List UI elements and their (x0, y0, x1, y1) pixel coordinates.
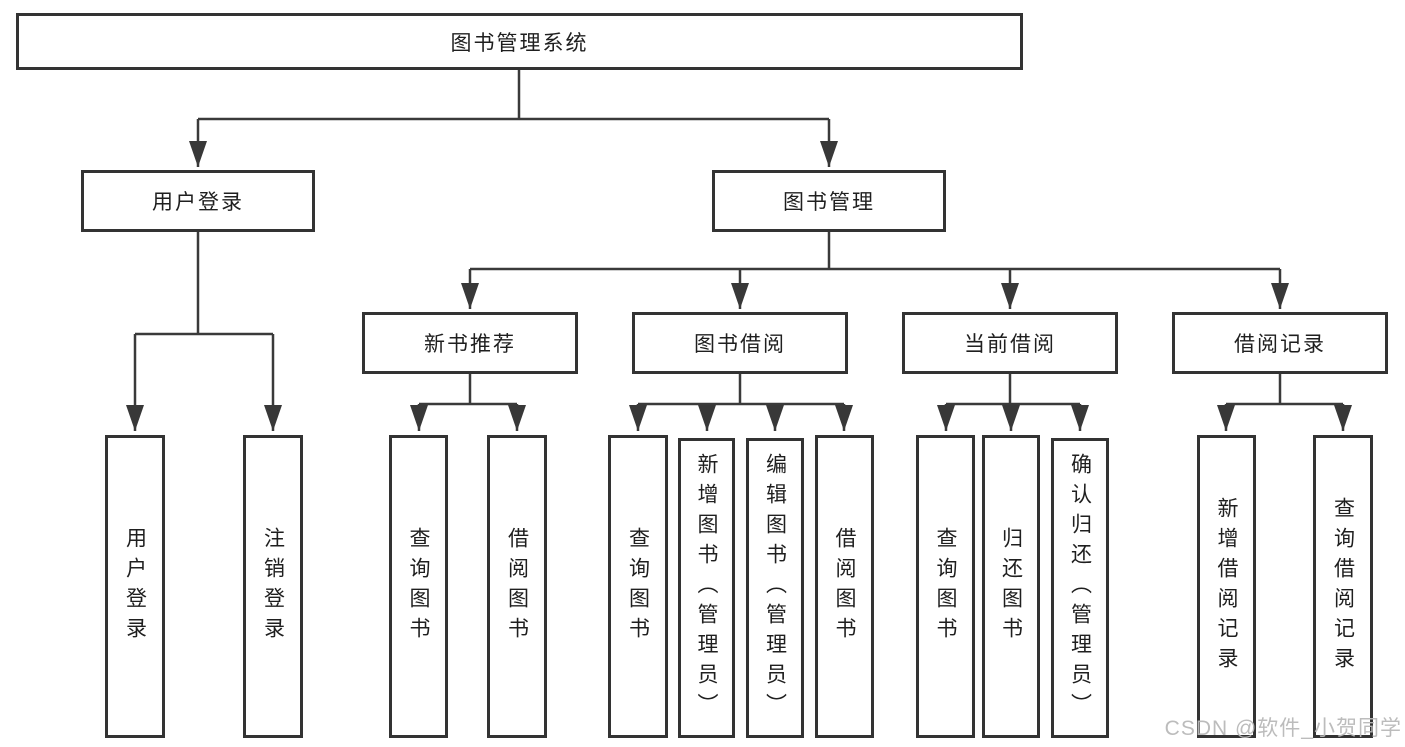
node-add-books-admin-label: 新增图书（管理员） (695, 453, 718, 723)
node-book-management-label: 图书管理 (783, 191, 875, 214)
connector-root-to-level2 (189, 70, 838, 167)
node-logout-action-label: 注销登录 (261, 526, 285, 647)
node-recommend-borrow-books: 借阅图书 (487, 435, 547, 738)
node-user-login-action: 用户登录 (105, 435, 165, 738)
connector-book-mgmt-children (461, 232, 1289, 309)
node-return-books-label: 归还图书 (999, 526, 1023, 647)
node-add-borrow-record: 新增借阅记录 (1197, 435, 1256, 738)
node-borrow-books-action-label: 借阅图书 (833, 526, 856, 647)
node-borrow-books-action: 借阅图书 (815, 435, 874, 738)
node-new-book-recommend-label: 新书推荐 (424, 333, 516, 356)
node-library-system-label: 图书管理系统 (450, 31, 589, 55)
node-add-borrow-record-label: 新增借阅记录 (1215, 496, 1238, 677)
connector-book-borrow-children (629, 374, 853, 431)
node-edit-books-admin: 编辑图书（管理员） (746, 438, 804, 738)
node-book-management: 图书管理 (712, 170, 946, 232)
node-logout-action: 注销登录 (243, 435, 303, 738)
connector-new-books-children (410, 374, 526, 431)
node-recommend-query-books-label: 查询图书 (407, 526, 430, 647)
node-current-query-books-label: 查询图书 (934, 526, 957, 647)
node-query-borrow-record: 查询借阅记录 (1313, 435, 1373, 738)
node-user-login: 用户登录 (81, 170, 315, 232)
node-user-login-label: 用户登录 (152, 191, 244, 214)
node-confirm-return-admin: 确认归还（管理员） (1051, 438, 1109, 738)
node-confirm-return-admin-label: 确认归还（管理员） (1068, 453, 1092, 723)
node-library-system: 图书管理系统 (16, 13, 1023, 70)
node-book-borrow-label: 图书借阅 (694, 333, 786, 356)
node-borrow-records-label: 借阅记录 (1234, 333, 1326, 356)
node-recommend-borrow-books-label: 借阅图书 (505, 526, 529, 647)
connector-current-borrow-children (937, 374, 1089, 431)
node-current-query-books: 查询图书 (916, 435, 975, 738)
node-current-borrow: 当前借阅 (902, 312, 1118, 374)
node-return-books: 归还图书 (982, 435, 1040, 738)
node-borrow-records: 借阅记录 (1172, 312, 1388, 374)
node-query-borrow-record-label: 查询借阅记录 (1331, 496, 1355, 677)
node-user-login-action-label: 用户登录 (123, 526, 147, 647)
node-add-books-admin: 新增图书（管理员） (678, 438, 735, 738)
connector-borrow-records-children (1217, 374, 1352, 431)
node-current-borrow-label: 当前借阅 (964, 333, 1056, 356)
node-borrow-query-books: 查询图书 (608, 435, 668, 738)
node-new-book-recommend: 新书推荐 (362, 312, 578, 374)
node-edit-books-admin-label: 编辑图书（管理员） (763, 453, 787, 723)
connector-user-login-children (126, 232, 282, 431)
node-recommend-query-books: 查询图书 (389, 435, 448, 738)
watermark: CSDN @软件_小贺同学 (1164, 717, 1402, 740)
node-book-borrow: 图书借阅 (632, 312, 848, 374)
node-borrow-query-books-label: 查询图书 (626, 526, 650, 647)
